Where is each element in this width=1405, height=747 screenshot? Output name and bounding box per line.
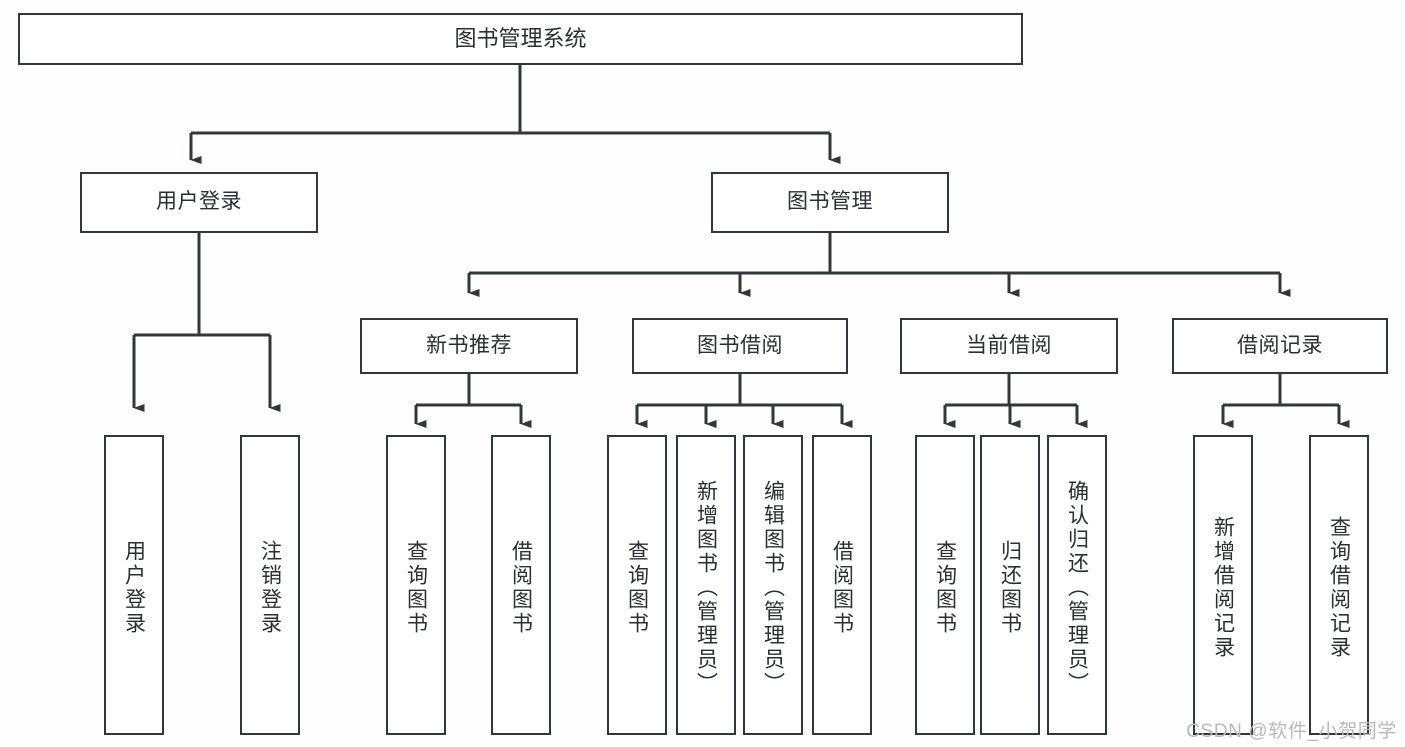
leaf-label: 新增借阅记录 <box>1211 516 1235 660</box>
leaf-edit-book-admin[interactable]: 编辑图书（管理员） <box>743 435 803 735</box>
leaf-text-wrap: 注销登录 <box>242 443 298 733</box>
leaf-query-borrow-record[interactable]: 查询借阅记录 <box>1309 435 1369 735</box>
csdn-watermark: CSDN @软件_小贺同学 <box>1186 721 1397 742</box>
leaf-logout[interactable]: 注销登录 <box>240 435 300 735</box>
leaf-label: 借阅图书 <box>509 540 533 636</box>
leaf-return-book[interactable]: 归还图书 <box>980 435 1040 735</box>
leaf-text-wrap: 借阅图书 <box>814 443 870 733</box>
leaf-text-wrap: 查询图书 <box>609 443 665 733</box>
leaf-add-borrow-record[interactable]: 新增借阅记录 <box>1193 435 1253 735</box>
leaf-text-wrap: 用户登录 <box>106 443 162 733</box>
leaf-text-wrap: 查询图书 <box>388 443 444 733</box>
leaf-label: 用户登录 <box>122 540 146 636</box>
leaf-confirm-return-admin[interactable]: 确认归还（管理员） <box>1047 435 1107 735</box>
leaf-user-login[interactable]: 用户登录 <box>104 435 164 735</box>
leaf-label: 确认归还（管理员） <box>1065 480 1089 696</box>
node-label: 当前借阅 <box>966 333 1052 357</box>
leaf-label: 查询图书 <box>625 540 649 636</box>
node-label: 借阅记录 <box>1237 333 1323 357</box>
leaf-borrow-book[interactable]: 借阅图书 <box>812 435 872 735</box>
leaf-query-book-borrow[interactable]: 查询图书 <box>607 435 667 735</box>
node-borrow-record[interactable]: 借阅记录 <box>1172 318 1388 374</box>
leaf-label: 新增图书（管理员） <box>694 480 718 696</box>
leaf-label: 查询图书 <box>404 540 428 636</box>
leaf-label: 查询图书 <box>933 540 957 636</box>
leaf-text-wrap: 查询借阅记录 <box>1311 443 1367 733</box>
leaf-label: 借阅图书 <box>830 540 854 636</box>
node-label: 新书推荐 <box>426 333 512 357</box>
node-user-login[interactable]: 用户登录 <box>80 172 318 233</box>
node-book-borrow[interactable]: 图书借阅 <box>632 318 848 374</box>
leaf-text-wrap: 新增借阅记录 <box>1195 443 1251 733</box>
leaf-text-wrap: 归还图书 <box>982 443 1038 733</box>
leaf-label: 归还图书 <box>998 540 1022 636</box>
leaf-borrow-book-recommend[interactable]: 借阅图书 <box>491 435 551 735</box>
leaf-text-wrap: 确认归还（管理员） <box>1049 443 1105 733</box>
node-label: 用户登录 <box>156 190 242 214</box>
leaf-label: 编辑图书（管理员） <box>761 480 785 696</box>
node-label: 图书管理 <box>787 190 873 214</box>
node-new-book-recommend[interactable]: 新书推荐 <box>360 318 578 374</box>
leaf-query-book-recommend[interactable]: 查询图书 <box>386 435 446 735</box>
node-current-borrow[interactable]: 当前借阅 <box>900 318 1118 374</box>
node-label: 图书管理系统 <box>454 26 587 52</box>
leaf-add-book-admin[interactable]: 新增图书（管理员） <box>676 435 736 735</box>
leaf-label: 查询借阅记录 <box>1327 516 1351 660</box>
leaf-text-wrap: 新增图书（管理员） <box>678 443 734 733</box>
node-book-management[interactable]: 图书管理 <box>711 172 949 233</box>
leaf-text-wrap: 查询图书 <box>917 443 973 733</box>
leaf-text-wrap: 编辑图书（管理员） <box>745 443 801 733</box>
leaf-text-wrap: 借阅图书 <box>493 443 549 733</box>
node-root-system[interactable]: 图书管理系统 <box>18 13 1023 65</box>
leaf-label: 注销登录 <box>258 540 282 636</box>
leaf-query-book-current[interactable]: 查询图书 <box>915 435 975 735</box>
node-label: 图书借阅 <box>697 333 783 357</box>
